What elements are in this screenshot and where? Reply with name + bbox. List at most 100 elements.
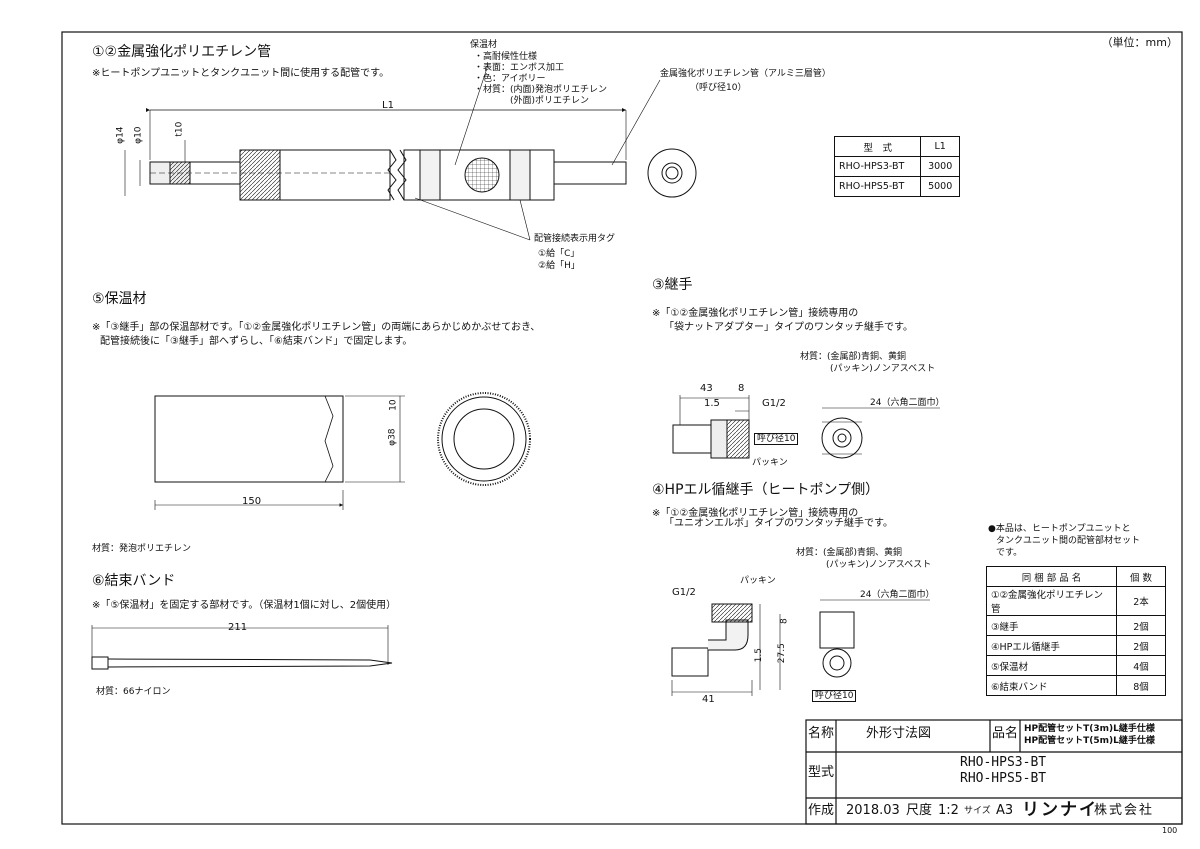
insulation-line-3: ・色：アイボリー <box>474 74 546 84</box>
dim-l1: L1 <box>382 100 394 111</box>
dim-phi14: φ14 <box>115 126 126 144</box>
tb-product-label: 品名 <box>992 726 1019 741</box>
parts-qty-5: 8個 <box>1116 675 1166 696</box>
spec-model-1: RHO-HPS3-BT <box>833 156 922 177</box>
parts-header-qty: 個 数 <box>1116 566 1166 587</box>
dim-10: 10 <box>388 399 399 411</box>
spec-model-2: RHO-HPS5-BT <box>833 176 922 197</box>
set-note-2: タンクユニット間の配管部材セット <box>996 536 1141 546</box>
set-note-3: です。 <box>996 548 1023 558</box>
sec5-material: 材質：発泡ポリエチレン <box>92 544 192 554</box>
parts-name-2: ③継手 <box>986 615 1117 636</box>
tb-product-2: HP配管セットT(5m)L継手仕様 <box>1024 736 1155 746</box>
pipe-size: （呼び径10） <box>690 83 747 93</box>
sec1-note: ※ヒートポンプユニットとタンクユニット間に使用する配管です。 <box>92 68 390 79</box>
sec3-dim-15: 1.5 <box>704 398 720 409</box>
sec4-dim-275: 27.5 <box>776 643 787 664</box>
fitting-drawing <box>672 395 940 459</box>
sec4-material-1: 材質：(金属部)青銅、黄銅 <box>796 548 903 558</box>
sec4-packing: パッキン <box>740 576 776 586</box>
tb-product-1: HP配管セットT(3m)L継手仕様 <box>1024 724 1155 734</box>
sec4-hex: 24（六角二面巾） <box>860 590 935 600</box>
sec4-dim-41: 41 <box>702 694 715 705</box>
sec4-nominal: 呼び径10 <box>812 690 857 703</box>
sec3-hex: 24（六角二面巾） <box>870 398 945 408</box>
elbow-drawing <box>671 599 930 696</box>
parts-qty-3: 2個 <box>1116 635 1166 656</box>
parts-name-1: ①②金属強化ポリエチレン管 <box>986 586 1117 616</box>
sec3-packing: パッキン <box>752 458 788 468</box>
sec3-thread: G1/2 <box>762 398 786 409</box>
sec4-dim-8: 8 <box>779 618 790 625</box>
page-number: 100 <box>1162 826 1178 835</box>
parts-name-3: ④HPエル循継手 <box>986 635 1117 656</box>
tb-date: 2018.03 <box>846 803 900 818</box>
sec4-material-2: (パッキン)ノンアスベスト <box>826 560 932 570</box>
sec5-note-2: 配管接続後に「③継手」部へずらし、「⑥結束バンド」で固定します。 <box>100 336 413 347</box>
tb-name-value: 外形寸法図 <box>866 726 932 741</box>
spec-l1-1: 3000 <box>920 156 960 177</box>
parts-qty-2: 2個 <box>1116 615 1166 636</box>
tb-size-label: サイズ <box>964 806 991 816</box>
spec-header-model: 型 式 <box>833 136 922 157</box>
tb-scale-label: 尺度 <box>906 803 933 818</box>
sec6-note: ※「⑤保温材」を固定する部材です。（保温材1個に対し、2個使用） <box>92 600 397 611</box>
sec3-note-2: 「袋ナットアダプター」タイプのワンタッチ継手です。 <box>664 322 913 333</box>
sec4-thread: G1/2 <box>672 587 696 598</box>
set-note-1: ●本品は、ヒートポンプユニットと <box>988 524 1131 534</box>
parts-header-name: 同 梱 部 品 名 <box>986 566 1117 587</box>
sec4-note-1: ※「①②金属強化ポリエチレン管」接続専用の <box>652 508 859 519</box>
spec-header-l1: L1 <box>920 136 960 157</box>
tag-h: ②給「H」 <box>538 261 580 271</box>
tb-made-label: 作成 <box>808 803 835 818</box>
insulation-line-2: ・表面：エンボス加工 <box>474 63 565 73</box>
sec6-material: 材質：66ナイロン <box>96 687 171 697</box>
sec1-title: ①②金属強化ポリエチレン管 <box>92 44 272 60</box>
tb-company: 株式会社 <box>1094 803 1155 818</box>
dim-phi38: φ38 <box>387 428 398 446</box>
sec5-note-1: ※「③継手」部の保温部材です。「①②金属強化ポリエチレン管」の両端にあらかじめか… <box>92 322 541 333</box>
sec3-material-2: (パッキン)ノンアスベスト <box>830 364 936 374</box>
sec5-title: ⑤保温材 <box>92 291 147 307</box>
tb-size: A3 <box>996 803 1014 818</box>
sec3-nominal: 呼び径10 <box>754 433 799 446</box>
insulation-title: 保温材 <box>470 40 498 50</box>
sec4-dim-15: 1.5 <box>753 648 764 663</box>
dim-211: 211 <box>228 622 248 633</box>
sec3-note-1: ※「①②金属強化ポリエチレン管」接続専用の <box>652 308 859 319</box>
dim-150: 150 <box>242 496 262 507</box>
sheet-border <box>61 31 1183 825</box>
unit-label: （単位：mm） <box>1101 36 1178 49</box>
tag-c: ①給「C」 <box>538 249 580 259</box>
tb-name-label: 名称 <box>808 726 835 741</box>
sec6-title: ⑥結束バンド <box>92 573 176 589</box>
insulation-drawing <box>154 392 531 510</box>
sec3-dim-8: 8 <box>738 383 745 394</box>
tb-scale: 1:2 <box>938 803 959 818</box>
dim-t10: t10 <box>174 121 185 137</box>
insulation-line-4: ・材質：(内面)発泡ポリエチレン <box>474 85 608 95</box>
cable-tie-drawing <box>91 625 393 670</box>
sec4-title: ④HPエル循継手（ヒートポンプ側） <box>652 482 880 498</box>
insulation-line-5: (外面)ポリエチレン <box>474 96 590 106</box>
insulation-line-1: ・高耐候性仕様 <box>474 52 538 62</box>
parts-qty-4: 4個 <box>1116 655 1166 676</box>
tb-model-2: RHO-HPS5-BT <box>960 771 1047 786</box>
tag-label: 配管接続表示用タグ <box>534 234 616 244</box>
parts-name-4: ⑤保温材 <box>986 655 1117 676</box>
brand-logo: リンナイ <box>1022 800 1098 820</box>
sec3-title: ③継手 <box>652 277 693 293</box>
parts-name-5: ⑥結束バンド <box>986 675 1117 696</box>
tb-model-1: RHO-HPS3-BT <box>960 755 1047 770</box>
dim-phi10: φ10 <box>133 126 144 144</box>
sec3-material-1: 材質：(金属部)青銅、黄銅 <box>800 352 907 362</box>
parts-qty-1: 2本 <box>1116 586 1166 616</box>
sec4-note-2: 「ユニオンエルボ」タイプのワンタッチ継手です。 <box>664 518 893 529</box>
title-block-frame <box>805 719 1183 825</box>
sec3-dim-43: 43 <box>700 383 713 394</box>
pipe-drawing <box>124 64 697 241</box>
tb-model-label: 型式 <box>808 765 835 780</box>
